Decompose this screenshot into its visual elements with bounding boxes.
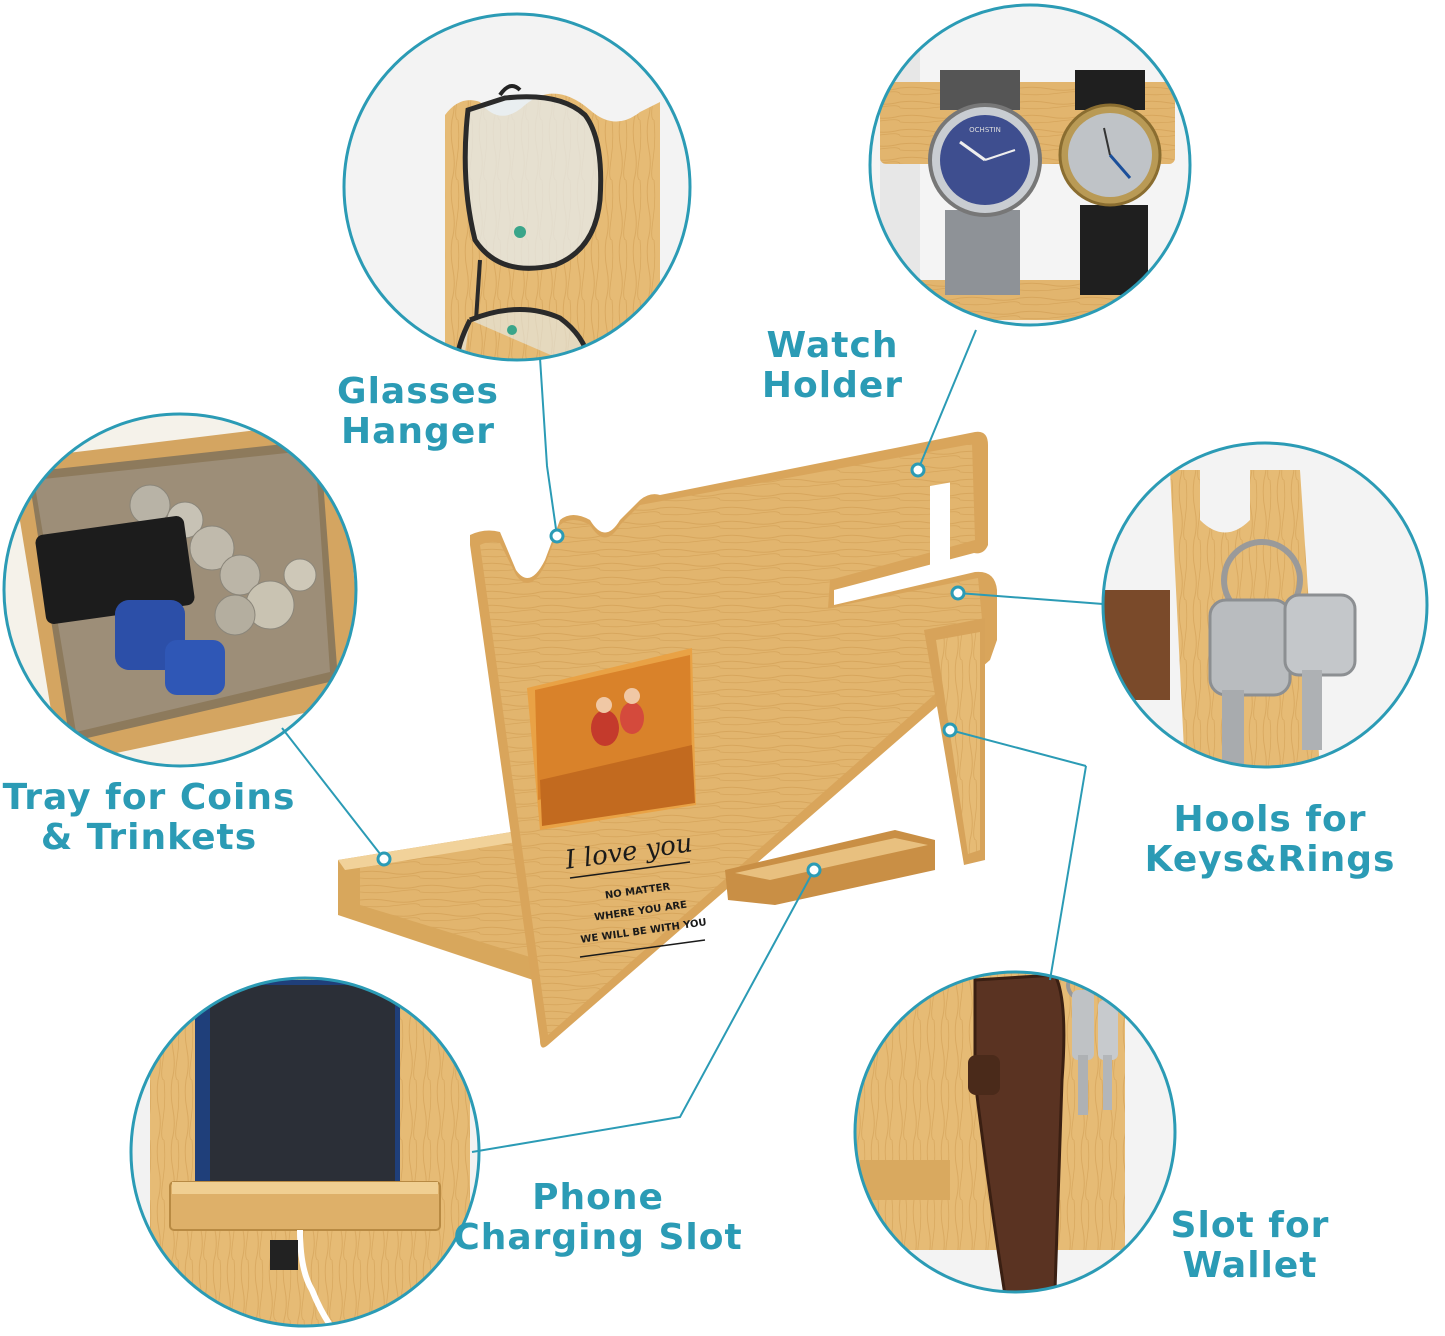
label-glasses-line-1: Glasses xyxy=(337,371,499,412)
callout-dots xyxy=(376,462,966,878)
watch-holder-inset: OCHSTIN xyxy=(868,3,1192,327)
label-phone-line-1: Phone xyxy=(532,1177,664,1218)
key-icon xyxy=(1208,539,1357,765)
label-tray-line-2: & Trinkets xyxy=(40,817,258,858)
phone-slot-inset xyxy=(129,976,481,1328)
label-coin-tray: Tray for Coins & Trinkets xyxy=(0,778,298,858)
label-tray-line-1: Tray for Coins xyxy=(2,777,296,818)
wooden-docking-station: I love you NO MATTER WHERE YOU ARE WE WI… xyxy=(338,431,997,1048)
label-glasses-line-2: Hanger xyxy=(341,411,495,452)
label-keys-line-1: Hools for xyxy=(1173,799,1367,840)
label-keys-line-2: Keys&Rings xyxy=(1144,839,1396,880)
label-wallet-line-2: Wallet xyxy=(1182,1245,1318,1286)
coin-tray-inset xyxy=(2,412,358,768)
family-photo xyxy=(527,648,696,830)
label-wallet-slot: Slot for Wallet xyxy=(1160,1206,1340,1286)
watch-brand: OCHSTIN xyxy=(969,126,1001,134)
label-key-hooks: Hools for Keys&Rings xyxy=(1140,800,1400,880)
label-watch-line-2: Holder xyxy=(761,365,904,406)
label-phone-slot: Phone Charging Slot xyxy=(452,1178,744,1258)
label-watch-holder: Watch Holder xyxy=(750,326,915,406)
coin-icon xyxy=(129,484,317,636)
wallet-slot-inset xyxy=(853,970,1177,1294)
smartphone-icon xyxy=(195,980,400,1230)
label-watch-line-1: Watch xyxy=(766,325,899,366)
glasses-hanger-inset xyxy=(342,12,692,362)
callout-lines xyxy=(281,329,1104,1153)
label-wallet-line-1: Slot for xyxy=(1170,1205,1330,1246)
wristwatch-icon xyxy=(928,70,1162,295)
wallet-icon xyxy=(968,973,1066,1292)
label-phone-line-2: Charging Slot xyxy=(453,1217,743,1258)
key-icon xyxy=(1066,972,1118,1115)
label-glasses-hanger: Glasses Hanger xyxy=(318,372,518,452)
key-hook-inset xyxy=(1101,441,1429,769)
